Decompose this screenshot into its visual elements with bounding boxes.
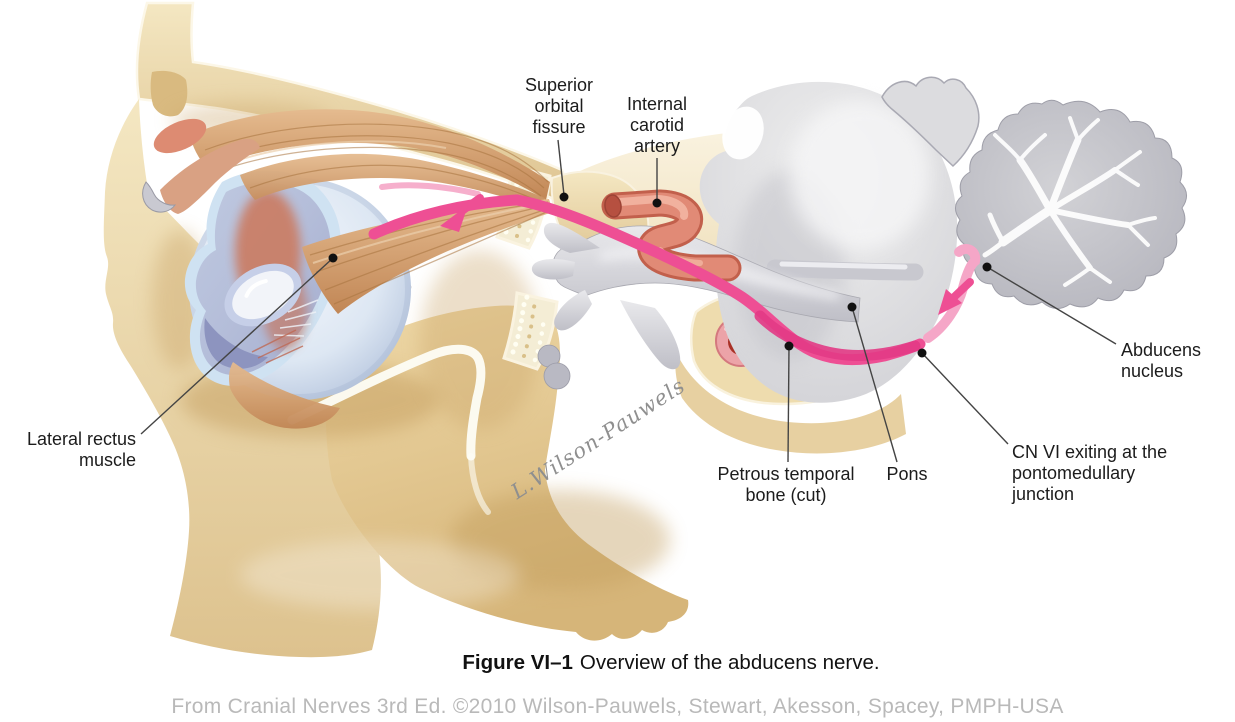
leader-line [140, 257, 334, 435]
trochlea-hook [142, 181, 177, 213]
label-line: Pons [886, 464, 928, 484]
zygomatic-outline [287, 344, 486, 461]
abducens-nerve-group [368, 182, 981, 366]
trigeminal-branch-upper [543, 222, 600, 253]
ciliary-crescent [204, 318, 268, 369]
label-line: fissure [532, 117, 586, 137]
label-line: carotid [629, 115, 685, 135]
nerve-direction-arrow [938, 289, 962, 315]
frontal-sinus-notch [150, 70, 188, 117]
label-line: nucleus [1121, 361, 1184, 381]
muscle-fibers [309, 201, 552, 305]
label-dots [328, 192, 992, 358]
inferior-rectus-muscle [229, 362, 340, 429]
label-petrous-temporal-bone: Petrous temporal bone (cut) [696, 464, 876, 506]
bone-shading [420, 250, 540, 430]
figure-caption: Figure VI–1 Overview of the abducens nerv… [462, 651, 879, 675]
label-lateral-rectus-muscle: Lateral rectus muscle [10, 429, 136, 471]
label-cn-vi-exiting: CN VI exiting at the pontomedullary junc… [1012, 442, 1217, 505]
label-dot [559, 192, 569, 202]
label-dot [982, 262, 992, 272]
trigeminal-branch-descending [620, 300, 681, 370]
nerve-orbit-light-strand [379, 182, 481, 197]
abducens-nerve-orbit [368, 194, 523, 240]
label-line: pontomedullary [1012, 463, 1136, 483]
label-line: bone (cut) [745, 485, 827, 505]
skull-base-bone [675, 352, 906, 454]
superior-rectus-muscle [240, 153, 545, 210]
nerve-arrow-shaft [948, 278, 974, 303]
cerebellum-arbor-vitae [982, 116, 1157, 287]
gray-blob [543, 362, 571, 390]
lens [224, 263, 302, 327]
cerebellum-shape [955, 99, 1187, 309]
label-line: orbital [534, 96, 584, 116]
label-dot [784, 341, 794, 351]
trigeminal-root-highlight [779, 261, 908, 270]
nerve-direction-arrow [440, 205, 468, 232]
tectum-scallops [881, 76, 980, 168]
label-line: Petrous temporal [717, 464, 855, 484]
label-line: Internal [626, 94, 688, 114]
leader-line [851, 306, 898, 463]
abducens-nerve-rootlet [923, 244, 981, 343]
label-superior-orbital-fissure: Superior orbital fissure [509, 75, 609, 138]
label-line: muscle [78, 450, 136, 470]
trigeminal-branch-lower [554, 290, 592, 331]
label-dot [652, 198, 662, 208]
pons-highlight [790, 100, 930, 250]
superior-oblique-muscle [160, 138, 260, 214]
label-line: Lateral rectus [26, 429, 136, 449]
trigeminal-root [766, 259, 924, 281]
zygomatic-outline-tail [468, 453, 491, 515]
label-line: Superior [524, 75, 594, 95]
muscle-fibers [204, 123, 549, 204]
label-line: junction [1012, 484, 1075, 504]
abducens-nerve-deep-segment [754, 310, 921, 361]
zonule-fibers [273, 299, 319, 337]
trigeminal-branch-middle [531, 259, 575, 280]
label-line: artery [633, 136, 680, 156]
leader-lines [140, 139, 1117, 463]
cut-levator-muscle [153, 118, 207, 154]
label-pons: Pons [877, 464, 937, 485]
label-line: Abducens [1121, 340, 1202, 360]
label-dot [847, 302, 857, 312]
levator-muscle [190, 109, 550, 200]
label-abducens-nucleus: Abducens nucleus [1121, 340, 1233, 382]
retina-fibers [251, 329, 304, 364]
figure-number: Figure VI–1 [462, 651, 573, 674]
attribution-text: From Cranial Nerves 3rd Ed. ©2010 Wilson… [171, 695, 1064, 718]
muscle-highlights [225, 140, 549, 264]
caption-text: Overview of the abducens nerve. [579, 651, 880, 674]
leader-line [557, 139, 565, 196]
carotid-cut-end [604, 194, 622, 218]
bone-highlight [240, 540, 520, 610]
label-dot [328, 253, 338, 263]
label-dot [917, 348, 927, 358]
brainstem-group [699, 76, 1187, 403]
label-internal-carotid-artery: Internal carotid artery [607, 94, 707, 157]
leader-line [787, 345, 790, 463]
leader-line [986, 266, 1117, 345]
eye-group [142, 109, 553, 429]
leader-line [921, 352, 1009, 445]
pons-notch [722, 106, 764, 160]
label-line: CN VI exiting at the [1012, 442, 1168, 462]
